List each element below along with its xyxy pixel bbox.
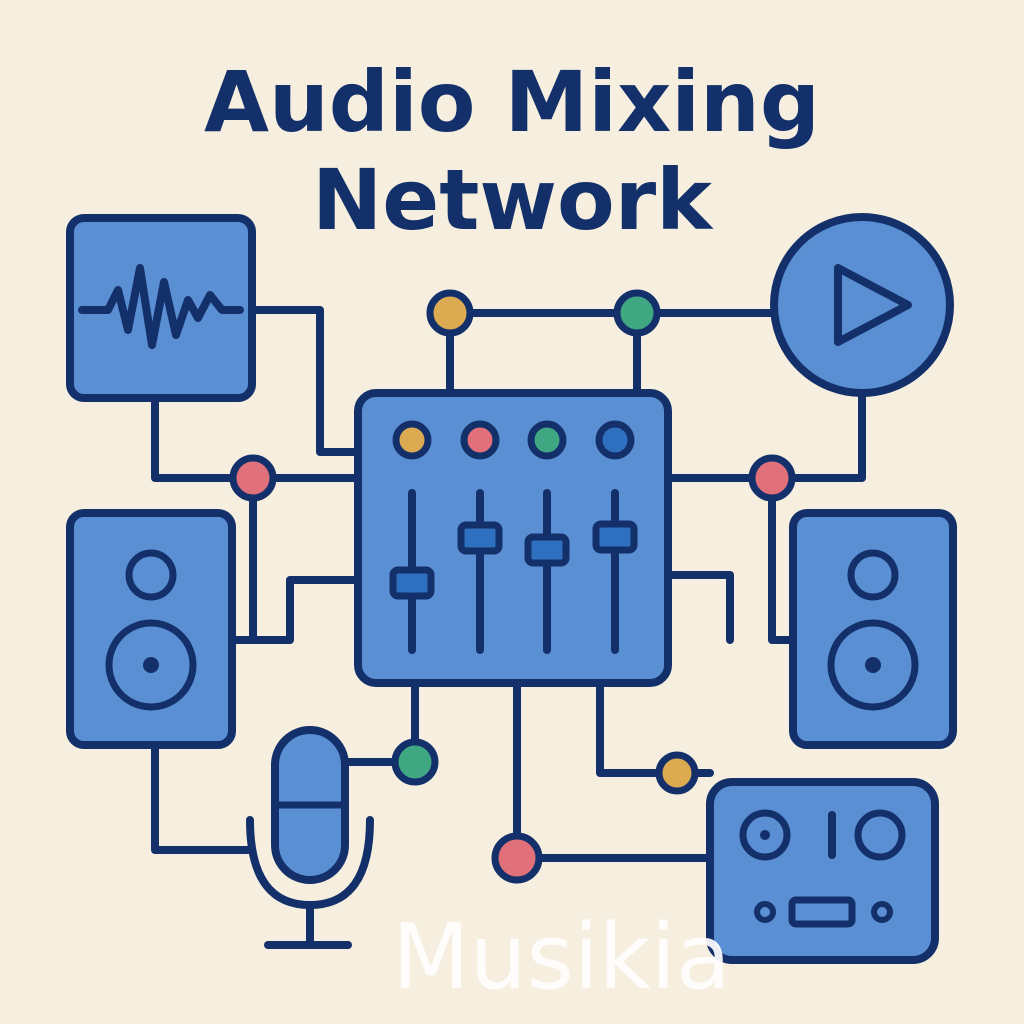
fader (592, 520, 638, 554)
play-icon (770, 213, 954, 397)
waveform-icon (66, 214, 256, 402)
speaker-icon-left (66, 509, 236, 749)
title-line-1: Audio Mixing (204, 53, 820, 151)
title-line-2: Network (311, 151, 713, 249)
speaker-icon-right (789, 509, 957, 749)
junction-dots (229, 289, 796, 884)
watermark: Musikia (392, 905, 731, 1010)
knob (460, 420, 500, 460)
fader (524, 533, 570, 567)
mixer-icon (354, 389, 672, 687)
tape-deck-icon (706, 778, 939, 964)
knob (392, 420, 432, 460)
microphone-icon (246, 726, 374, 949)
knob (595, 420, 635, 460)
fader (457, 521, 503, 555)
knob (527, 420, 567, 460)
fader (389, 566, 435, 600)
